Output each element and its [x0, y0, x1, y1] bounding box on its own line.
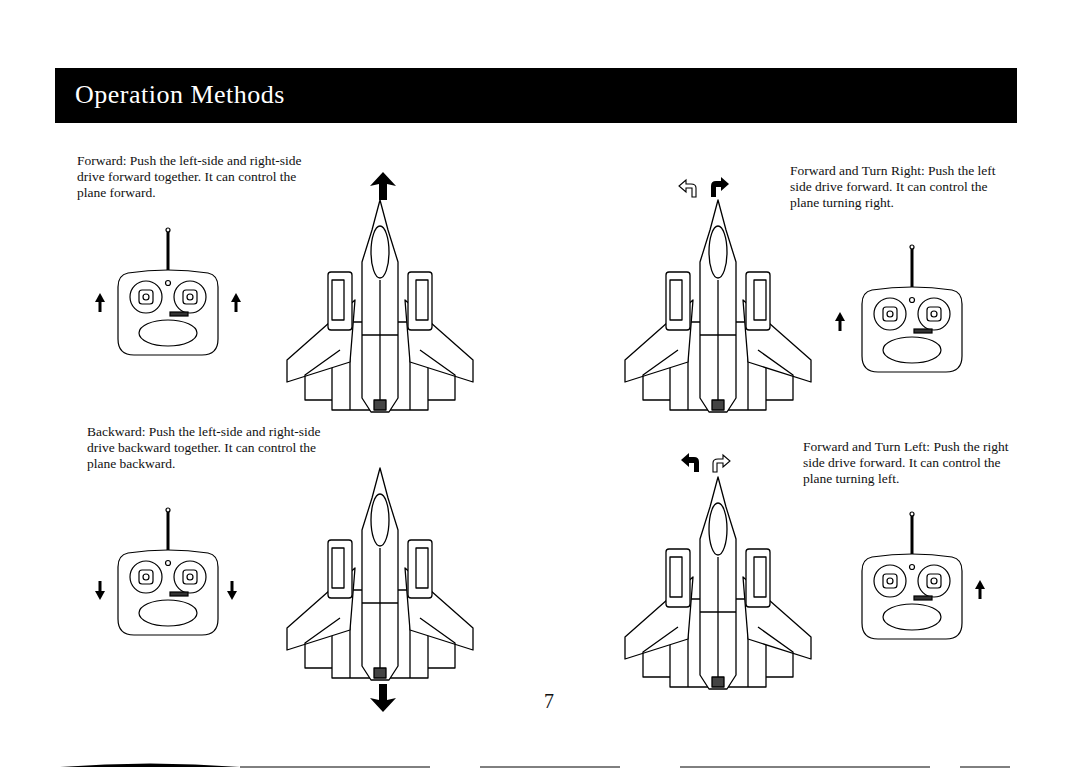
instruction-text: Forward and Turn Left: Push the right si… — [803, 439, 1018, 487]
instruction-text: Backward: Push the left-side and right-s… — [87, 424, 327, 472]
instruction-text: Forward: Push the left-side and right-si… — [77, 153, 309, 201]
instruction-text: Forward and Turn Right: Push the left si… — [790, 163, 1020, 211]
page-title: Operation Methods — [75, 80, 285, 110]
page-number: 7 — [544, 690, 564, 712]
